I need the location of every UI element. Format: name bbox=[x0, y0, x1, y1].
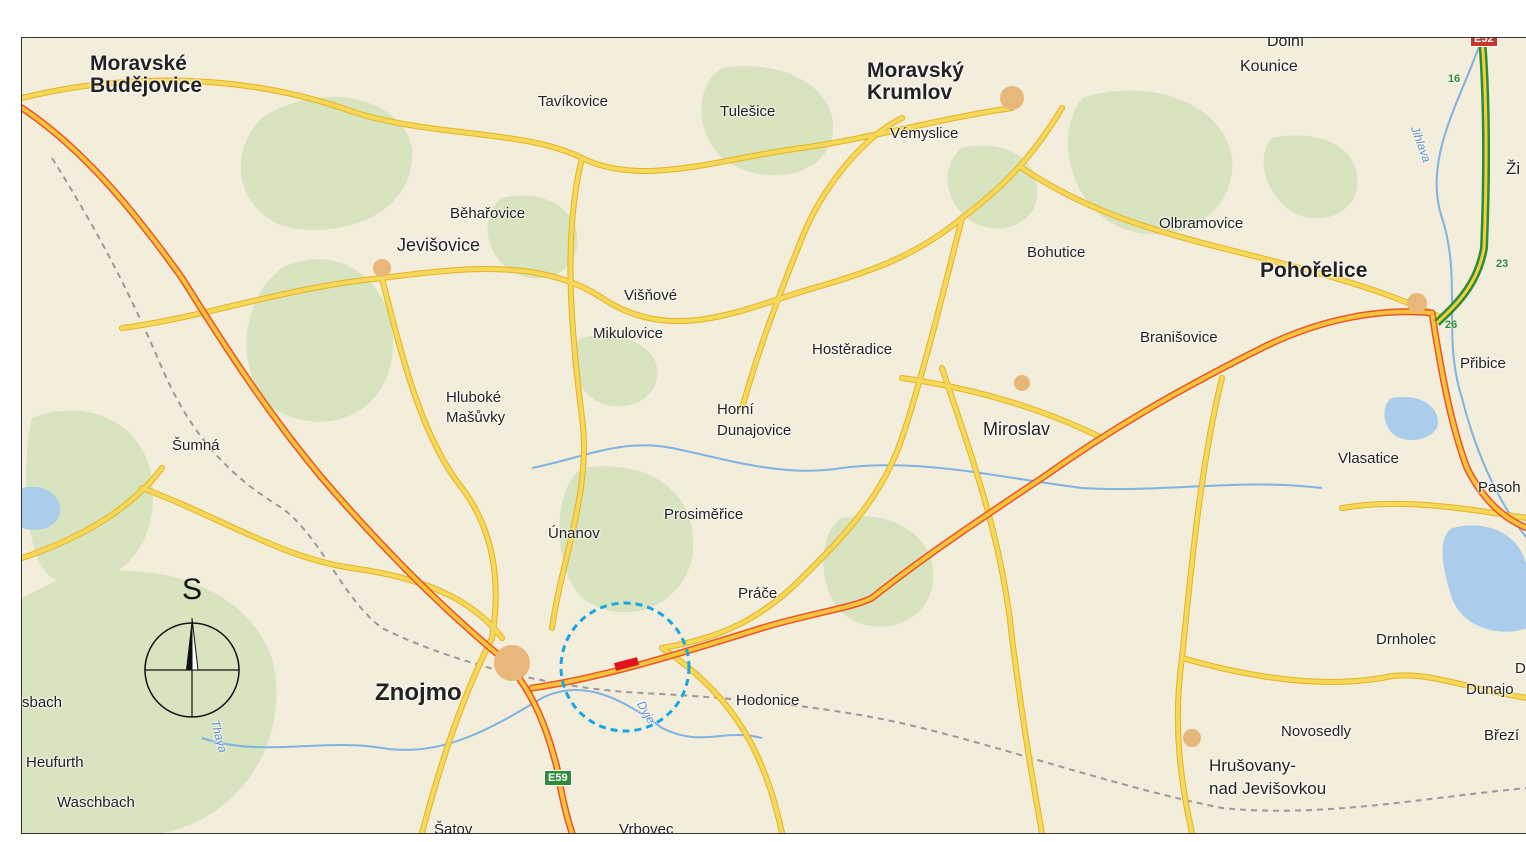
village-label-hodonice: Hodonice bbox=[736, 692, 800, 709]
town-label-jevisovice: Jevišovice bbox=[397, 235, 481, 255]
village-label-satov: Šatov bbox=[434, 821, 473, 834]
river-lines bbox=[201, 38, 1526, 751]
forest-areas bbox=[22, 66, 1358, 833]
village-label-vemyslice: Vémyslice bbox=[890, 125, 959, 142]
village-label-heufurth: Heufurth bbox=[26, 754, 84, 771]
village-label-tulesice: Tulešice bbox=[720, 103, 776, 120]
town-label-nad-jevisovkou: nad Jevišovkou bbox=[1209, 779, 1327, 798]
town-label-dolni: Dolní bbox=[1267, 37, 1305, 50]
village-label-novosedly: Novosedly bbox=[1281, 723, 1352, 740]
village-label-prosimerice: Prosiměřice bbox=[664, 506, 744, 523]
village-label-bohutice: Bohutice bbox=[1027, 244, 1086, 261]
compass-north-icon bbox=[144, 617, 240, 718]
village-label-visnove: Višňové bbox=[624, 287, 678, 304]
village-label-vrbovec: Vrbovec bbox=[619, 821, 674, 834]
motorway-exit-16: 16 bbox=[1448, 73, 1461, 85]
town-label-miroslav: Miroslav bbox=[983, 419, 1051, 439]
water-bodies bbox=[22, 397, 1526, 632]
village-label-masuvky: Mašůvky bbox=[446, 409, 506, 426]
village-label-pribice: Přibice bbox=[1460, 355, 1506, 372]
road-shield-e52: E52 bbox=[1470, 38, 1498, 47]
city-label-pohorelice: Pohořelice bbox=[1260, 259, 1368, 282]
road-shield-e59: E59 bbox=[544, 770, 572, 786]
village-label-tavikovice: Tavíkovice bbox=[538, 93, 609, 110]
highlight-circle bbox=[559, 601, 691, 733]
railway-lines bbox=[51, 157, 1526, 812]
village-label-vlasatice: Vlasatice bbox=[1338, 450, 1399, 467]
village-label-beharovice: Běhařovice bbox=[450, 205, 526, 222]
compass-north-label: S bbox=[182, 573, 203, 606]
motorway-exit-23: 23 bbox=[1496, 258, 1509, 270]
village-label-hluboke: Hluboké bbox=[446, 389, 502, 406]
town-label-kounice: Kounice bbox=[1240, 58, 1298, 75]
motorway-exit-26: 26 bbox=[1445, 319, 1458, 331]
incident-marker-icon[interactable] bbox=[613, 657, 640, 671]
village-label-mikulovice: Mikulovice bbox=[593, 325, 664, 342]
village-label-dunajovice: Dunajovice bbox=[717, 422, 792, 439]
village-label-prace: Práče bbox=[738, 585, 778, 602]
village-label-unanov: Únanov bbox=[548, 525, 600, 542]
map-canvas[interactable] bbox=[22, 38, 1526, 833]
village-label-olbramovice: Olbramovice bbox=[1159, 215, 1244, 232]
settlement-areas bbox=[373, 86, 1427, 747]
village-label-drnholec: Drnholec bbox=[1376, 631, 1437, 648]
motorway bbox=[1434, 38, 1491, 326]
primary-roads bbox=[22, 106, 1526, 833]
village-label-waschbach: Waschbach bbox=[57, 794, 135, 811]
village-label-sumna: Šumná bbox=[172, 437, 220, 454]
village-label-dunajo: Dunajo bbox=[1466, 681, 1514, 698]
village-label-horni: Horní bbox=[717, 401, 754, 418]
village-label-branisovice: Branišovice bbox=[1140, 329, 1218, 346]
city-label-znojmo: Znojmo bbox=[375, 679, 462, 706]
village-label-d: D bbox=[1515, 660, 1526, 677]
village-label-hosteradice: Hostěradice bbox=[812, 341, 893, 358]
village-label-zi: Ži bbox=[1506, 159, 1521, 178]
village-label-brezi: Březí bbox=[1484, 727, 1520, 744]
village-label-sbach: sbach bbox=[22, 694, 63, 711]
town-label-hrusovany: Hrušovany- bbox=[1209, 756, 1296, 775]
incident-highlight[interactable] bbox=[559, 601, 691, 733]
village-label-pasoh: Pasoh bbox=[1478, 479, 1521, 496]
